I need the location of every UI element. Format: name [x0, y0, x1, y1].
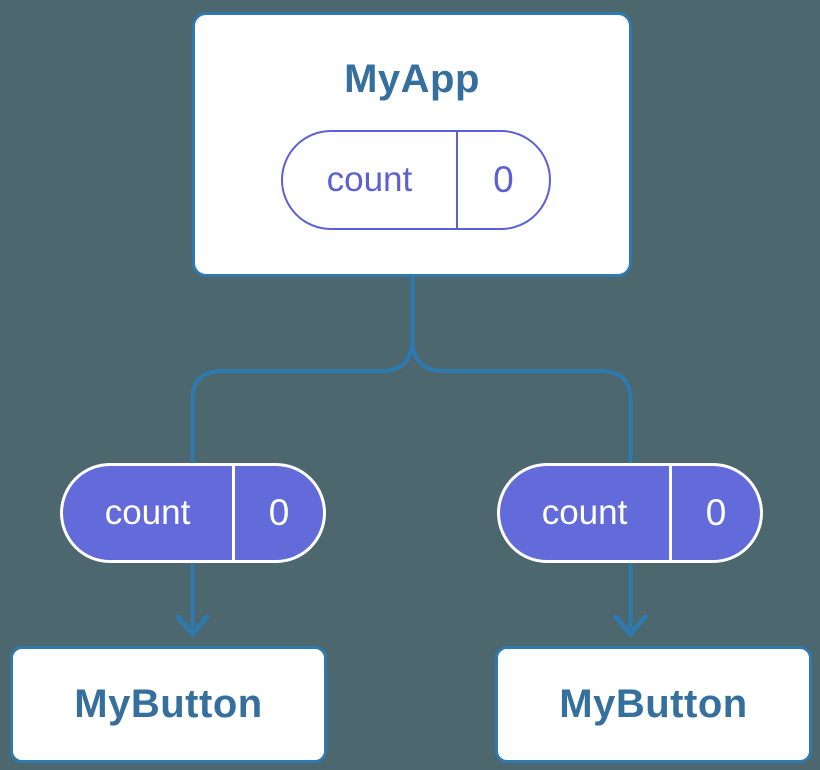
prop-name-label: count: [104, 493, 191, 532]
state-value-label: 0: [455, 132, 549, 228]
left-mybutton-card: MyButton: [10, 646, 327, 763]
left-prop-pill: count 0: [60, 463, 326, 563]
right-arrowhead-icon: [613, 614, 648, 637]
state-name-label: count: [326, 160, 413, 199]
myapp-state-pill: count 0: [281, 130, 551, 230]
prop-name-label: count: [541, 493, 628, 532]
prop-value-label: 0: [232, 466, 323, 560]
prop-value-label: 0: [669, 466, 760, 560]
right-branch-line: [410, 337, 633, 466]
left-branch-line: [190, 337, 415, 466]
myapp-card: MyApp count 0: [192, 12, 632, 277]
right-mybutton-card: MyButton: [495, 646, 812, 763]
mybutton-title: MyButton: [559, 682, 748, 726]
mybutton-title: MyButton: [74, 682, 263, 726]
right-prop-pill: count 0: [497, 463, 763, 563]
myapp-title: MyApp: [344, 57, 480, 101]
left-arrowhead-icon: [175, 614, 210, 637]
